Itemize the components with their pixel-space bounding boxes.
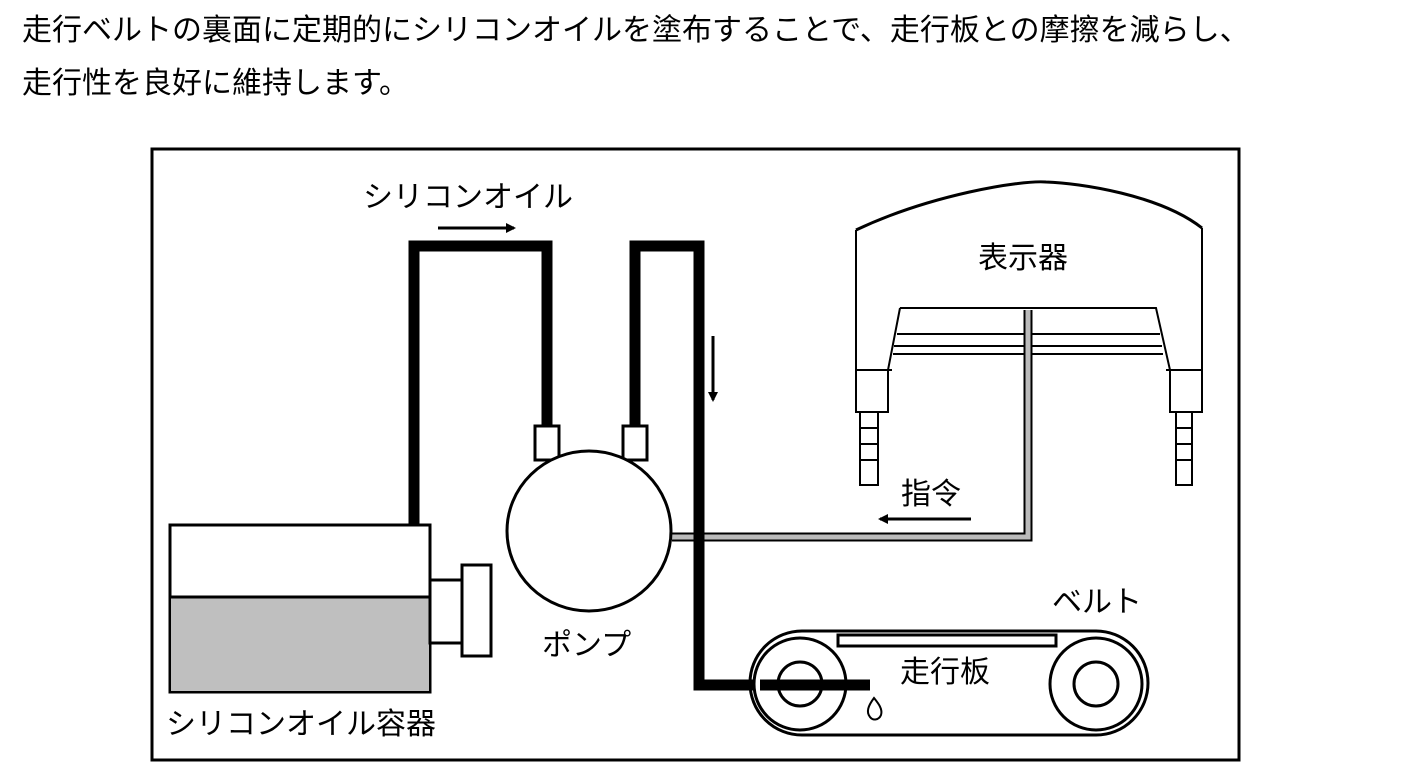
label-pump: ポンプ — [542, 628, 631, 663]
signal-wire — [672, 310, 1033, 542]
oil-pipe-in — [408, 240, 553, 525]
oil-drop-icon — [866, 696, 883, 721]
intro-line-1: 走行ベルトの裏面に定期的にシリコンオイルを塗布することで、走行板との摩擦を減らし… — [22, 13, 1250, 48]
label-display: 表示器 — [978, 241, 1068, 276]
oil-pipe-out — [629, 240, 870, 691]
label-container: シリコンオイル容器 — [166, 707, 436, 742]
intro-line-2: 走行性を良好に維持します。 — [22, 66, 409, 101]
label-running-board: 走行板 — [900, 655, 990, 690]
label-silicone-oil: シリコンオイル — [363, 180, 573, 215]
intro-text: 走行ベルトの裏面に定期的にシリコンオイルを塗布することで、走行板との摩擦を減らし… — [22, 4, 1402, 110]
oil-container — [168, 523, 493, 694]
running-board — [836, 633, 1058, 648]
pump — [505, 424, 673, 613]
diagram-frame — [150, 147, 1241, 762]
label-command: 指令 — [901, 477, 961, 512]
label-belt: ベルト — [1052, 585, 1142, 620]
